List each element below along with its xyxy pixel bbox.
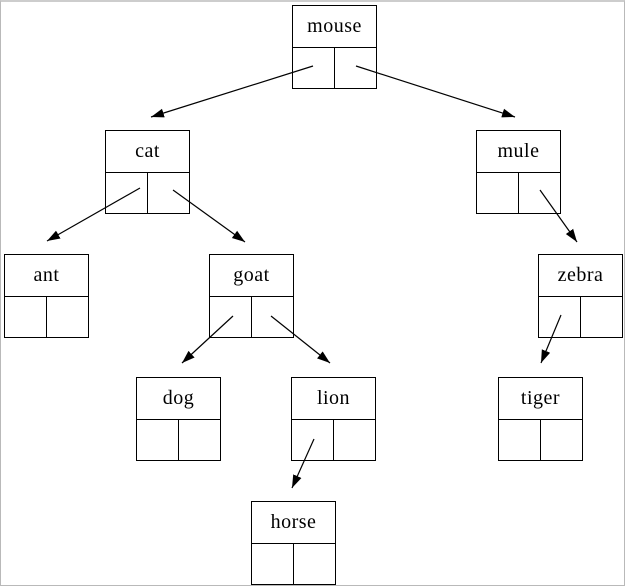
- node-pointer-row: [5, 297, 88, 337]
- left-pointer-cell: [499, 420, 541, 460]
- right-pointer-cell: [294, 544, 335, 584]
- node-pointer-row: [293, 48, 376, 88]
- tree-node-ant: ant: [4, 254, 89, 338]
- tree-node-zebra: zebra: [538, 254, 623, 338]
- node-pointer-row: [106, 173, 189, 213]
- tree-node-mule: mule: [476, 130, 561, 214]
- tree-node-dog: dog: [136, 377, 221, 461]
- right-pointer-cell: [519, 173, 560, 213]
- left-pointer-cell: [539, 297, 581, 337]
- tree-node-goat: goat: [209, 254, 294, 338]
- left-pointer-cell: [292, 420, 334, 460]
- right-pointer-cell: [334, 420, 375, 460]
- right-pointer-cell: [581, 297, 622, 337]
- right-pointer-cell: [148, 173, 189, 213]
- right-pointer-cell: [47, 297, 88, 337]
- right-pointer-cell: [179, 420, 220, 460]
- node-pointer-row: [137, 420, 220, 460]
- node-label: ant: [5, 255, 88, 297]
- node-label: goat: [210, 255, 293, 297]
- node-label: mouse: [293, 6, 376, 48]
- node-pointer-row: [252, 544, 335, 584]
- right-pointer-cell: [541, 420, 582, 460]
- left-pointer-cell: [137, 420, 179, 460]
- left-pointer-cell: [293, 48, 335, 88]
- node-label: dog: [137, 378, 220, 420]
- left-pointer-cell: [252, 544, 294, 584]
- node-pointer-row: [477, 173, 560, 213]
- tree-node-tiger: tiger: [498, 377, 583, 461]
- node-pointer-row: [539, 297, 622, 337]
- left-pointer-cell: [106, 173, 148, 213]
- node-label: zebra: [539, 255, 622, 297]
- tree-node-lion: lion: [291, 377, 376, 461]
- node-label: horse: [252, 502, 335, 544]
- right-pointer-cell: [335, 48, 376, 88]
- node-pointer-row: [210, 297, 293, 337]
- tree-node-cat: cat: [105, 130, 190, 214]
- node-label: cat: [106, 131, 189, 173]
- left-pointer-cell: [5, 297, 47, 337]
- tree-node-horse: horse: [251, 501, 336, 585]
- left-pointer-cell: [477, 173, 519, 213]
- node-pointer-row: [292, 420, 375, 460]
- node-pointer-row: [499, 420, 582, 460]
- tree-node-mouse: mouse: [292, 5, 377, 89]
- left-pointer-cell: [210, 297, 252, 337]
- right-pointer-cell: [252, 297, 293, 337]
- node-label: tiger: [499, 378, 582, 420]
- node-label: lion: [292, 378, 375, 420]
- node-label: mule: [477, 131, 560, 173]
